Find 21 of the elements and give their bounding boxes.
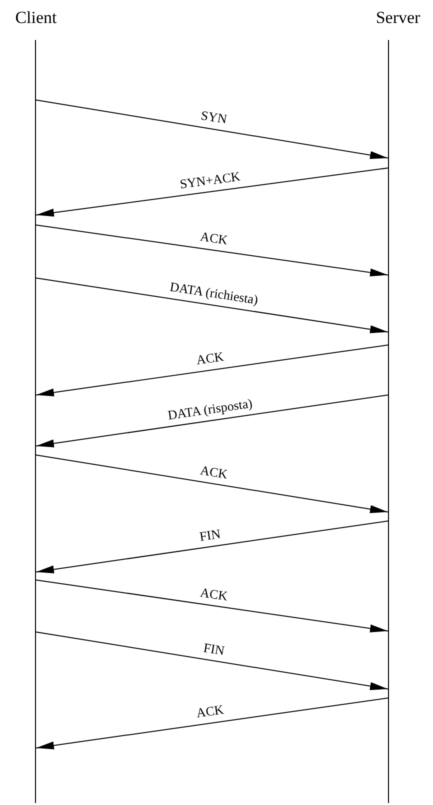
edge-label: FIN [198, 526, 223, 543]
edge-label: SYN [199, 108, 229, 126]
message-arrow [36, 278, 388, 334]
message-arrow [36, 632, 388, 690]
participant-name: Client [15, 8, 57, 28]
message-arrow [36, 344, 388, 396]
edge-label: FIN [202, 640, 226, 657]
message-arrow [36, 168, 388, 217]
edge-label: SYN+ACK [178, 169, 242, 190]
participant-name: Server [376, 8, 420, 28]
message-arrow [36, 224, 388, 276]
edge-label: ACK [198, 230, 230, 247]
message-arrow [36, 580, 388, 632]
edge-label: ACK [194, 702, 226, 720]
message-arrow [36, 520, 388, 574]
message-arrow [36, 394, 388, 448]
edge-label: ACK [194, 350, 226, 367]
edge-label: DATA (richiesta) [168, 280, 260, 306]
message-arrow [36, 454, 388, 514]
message-arrow [36, 100, 388, 160]
message-arrow [36, 698, 388, 750]
